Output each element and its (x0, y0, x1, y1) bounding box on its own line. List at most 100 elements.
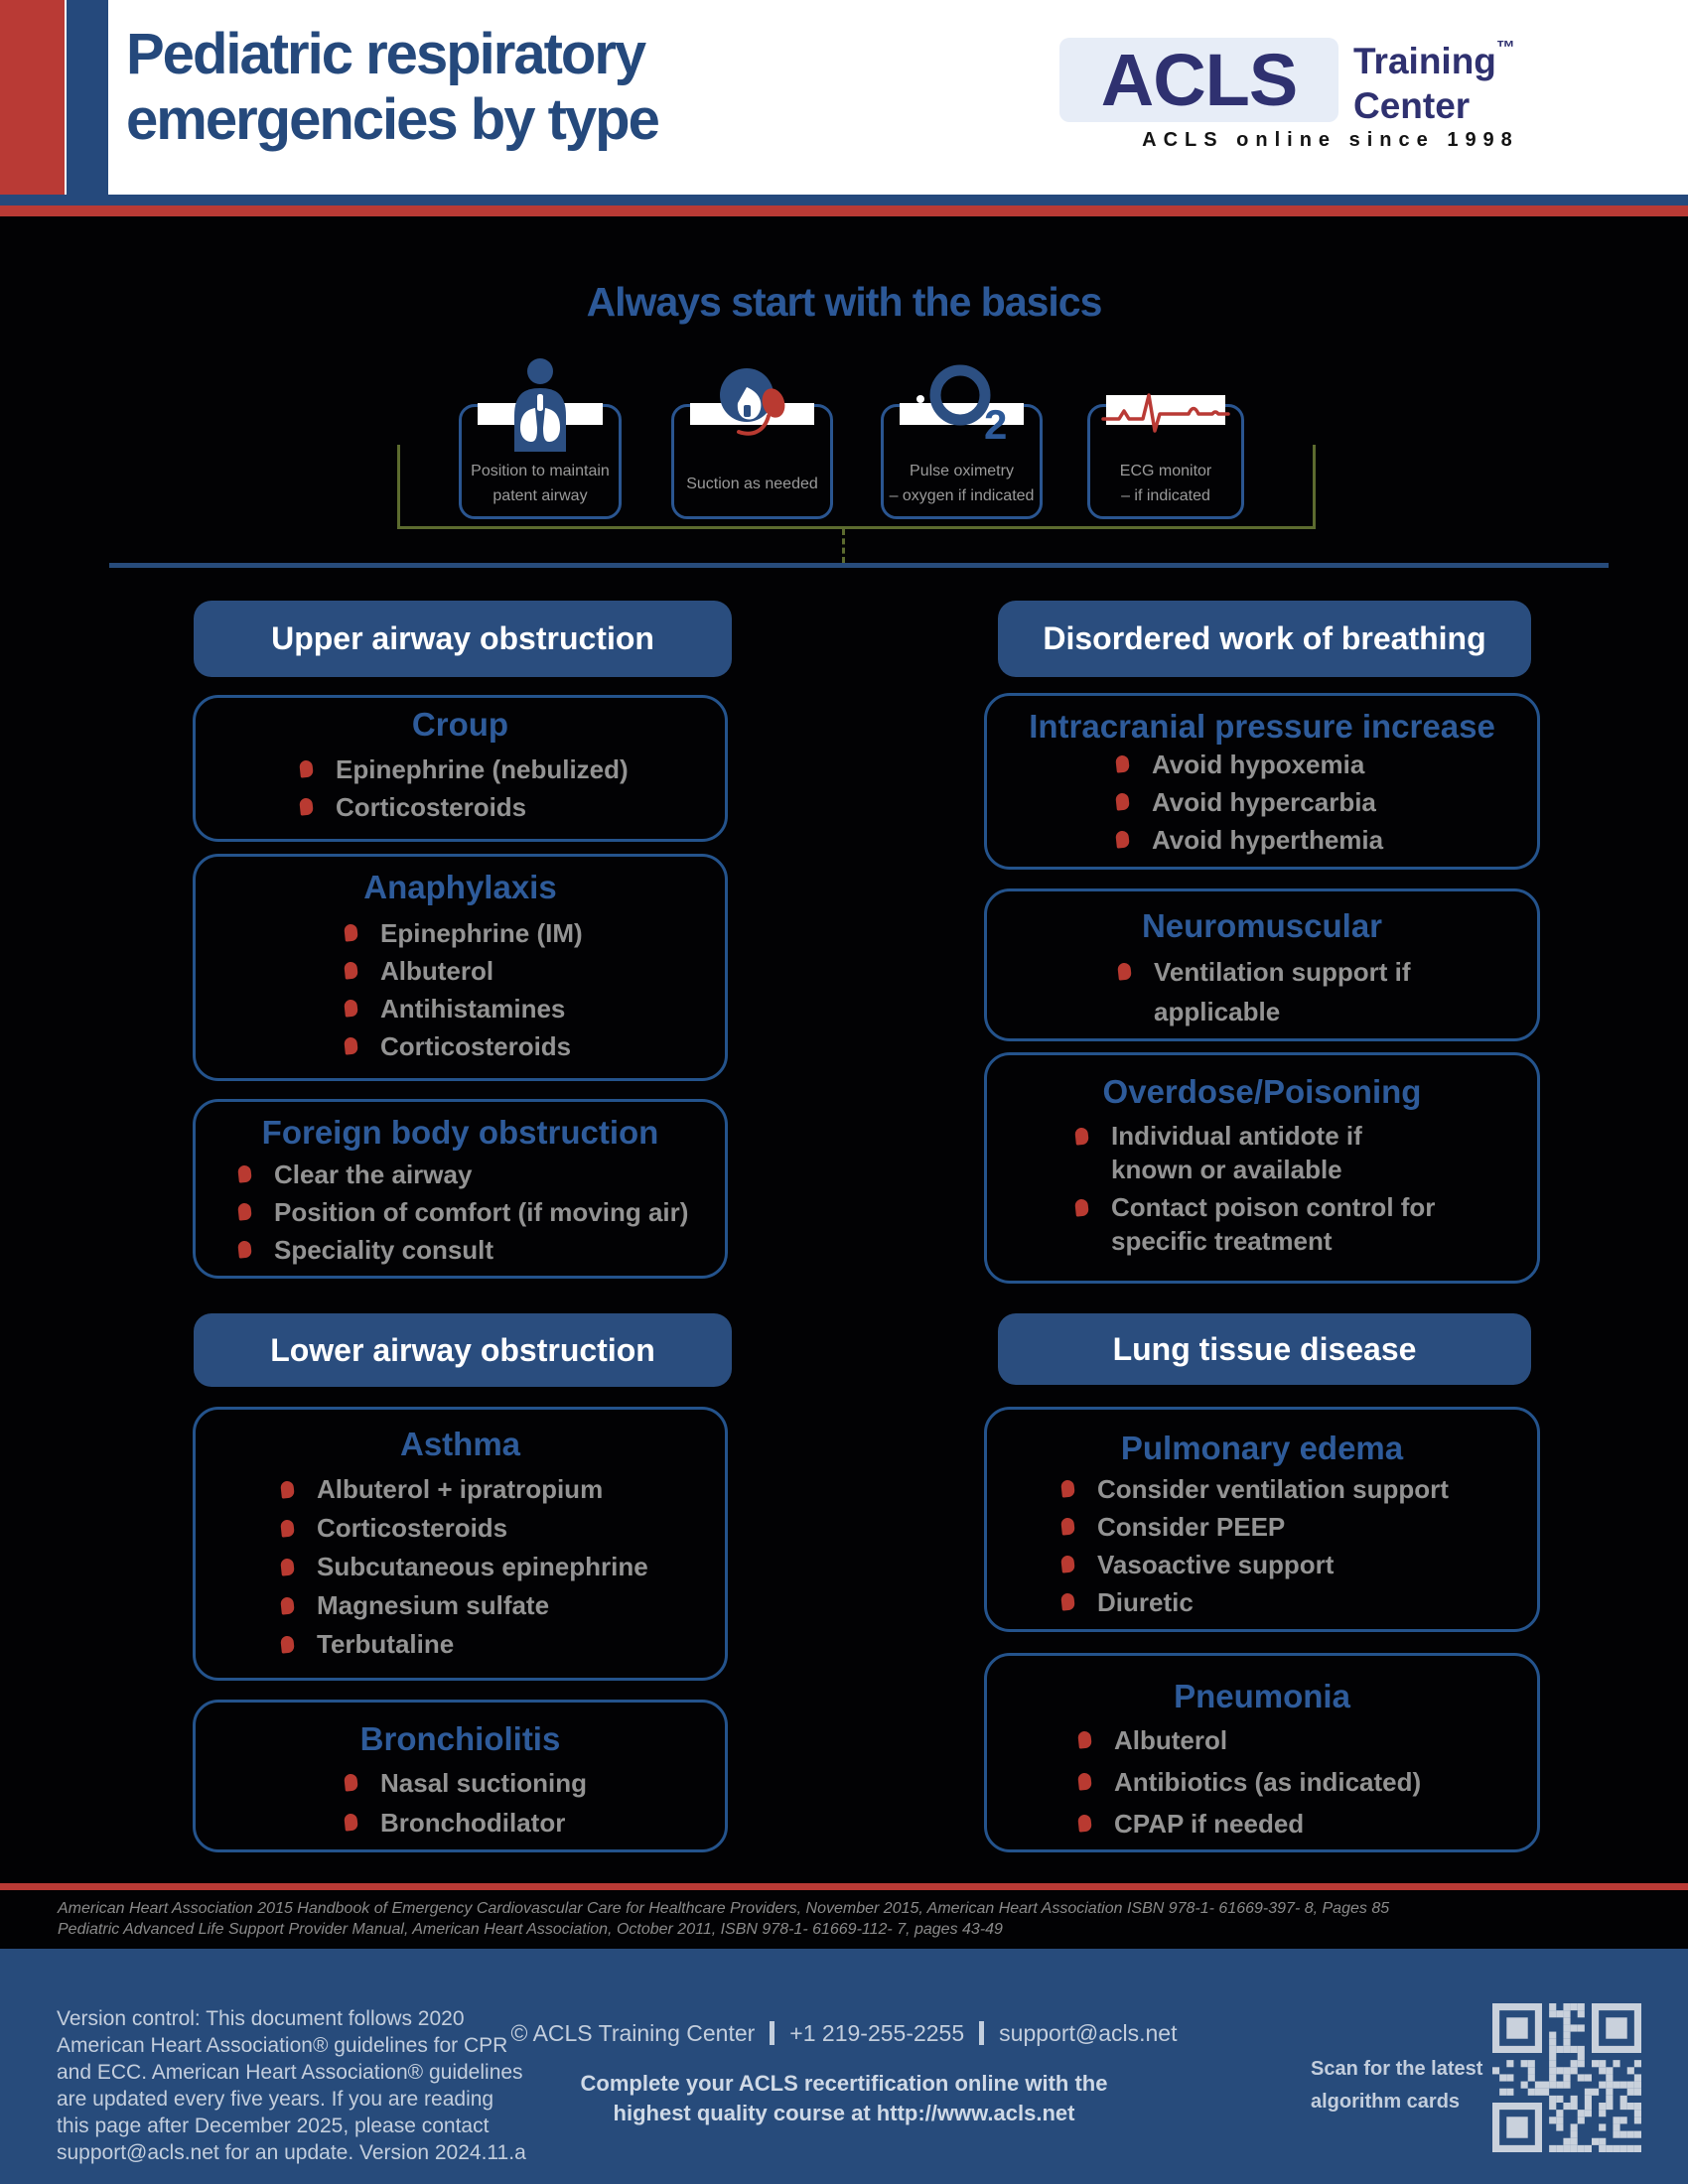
bullet-icon (237, 1202, 252, 1221)
acls-url-link[interactable]: highest quality course at http://www.acl… (613, 2101, 1075, 2125)
support-email-link[interactable]: support@acls.net (999, 2020, 1178, 2046)
label-line: Pulse oximetry (910, 463, 1014, 479)
list-item: Bronchodilator (344, 1803, 874, 1843)
bullet-icon (1115, 792, 1130, 811)
bullet-icon (344, 1813, 358, 1832)
separator (979, 2021, 985, 2045)
bullet-icon (280, 1558, 295, 1576)
list-item: Vasoactive support (1060, 1546, 1612, 1583)
label-line: – oxygen if indicated (889, 487, 1035, 504)
list-item: Nasal suctioning (344, 1763, 874, 1803)
list-item: Magnesium sulfate (280, 1586, 810, 1625)
bullet-icon (1115, 830, 1130, 849)
section-header-label: Upper airway obstruction (271, 620, 654, 656)
bullet-icon (344, 1036, 358, 1055)
bullet-icon (1117, 962, 1132, 981)
bullet-icon (1115, 754, 1130, 773)
footer-contact-line: © ACLS Training Center +1 219-255-2255 sup… (348, 2020, 1340, 2047)
acls-logo-text: ACLS (1100, 39, 1298, 121)
copyright-text: © ACLS Training Center (510, 2020, 756, 2046)
bullet-icon (1077, 1814, 1092, 1833)
trademark-symbol: ™ (1495, 38, 1515, 59)
box-title: Pneumonia (1174, 1678, 1350, 1714)
list-item: CPAP if needed (1077, 1803, 1628, 1844)
bullet-icon (280, 1596, 295, 1615)
list-item: Corticosteroids (299, 788, 829, 826)
bullet-icon (344, 923, 358, 942)
box-title: Asthma (399, 1426, 521, 1462)
suction-icon (719, 368, 784, 436)
acls-logo: ACLS (1059, 38, 1338, 122)
list-item: Individual antidote if known or availabl… (1074, 1119, 1625, 1186)
basics-card-label: Position to maintain patent airway (464, 457, 617, 510)
version-control-text: Version control: This document follows 2… (57, 2007, 526, 2164)
box-anaphylaxis: Anaphylaxis Epinephrine (IM) Albuterol A… (193, 854, 728, 1081)
label-line: – if indicated (1121, 487, 1210, 504)
list-item: Epinephrine (nebulized) (299, 751, 829, 788)
bracket-right-end (1313, 445, 1316, 526)
qr-code (1492, 2003, 1641, 2152)
list-item: Speciality consult (237, 1231, 768, 1269)
list-item: Epinephrine (IM) (344, 914, 874, 952)
header-red-bar (0, 0, 65, 195)
list-item: Avoid hypercarbia (1115, 783, 1666, 821)
bullet-icon (344, 1773, 358, 1792)
citation-line: American Heart Association 2015 Handbook… (58, 1900, 1390, 1917)
citation-text: American Heart Association 2015 Handbook… (58, 1898, 1389, 1940)
basics-card-pulse-oximetry: 2 Pulse oximetry – oxygen if indicated (881, 364, 1043, 519)
label-line: ECG monitor (1119, 463, 1212, 479)
list-item: Albuterol + ipratropium (280, 1470, 810, 1509)
list-item: Subcutaneous epinephrine (280, 1548, 810, 1586)
patient-airway-icon (514, 358, 566, 452)
page-title-line1: Pediatric respiratory (126, 22, 646, 86)
bullet-icon (1060, 1592, 1075, 1611)
citation-divider-red (0, 1883, 1688, 1890)
label-line: Suction as needed (686, 475, 818, 492)
list-item: Albuterol (344, 952, 874, 990)
bullet-icon (1074, 1127, 1089, 1146)
header-divider-red (0, 205, 1688, 216)
bracket-dashed-connector (842, 529, 845, 563)
basics-card-position: Position to maintain patent airway (459, 358, 622, 519)
list-item: Antibiotics (as indicated) (1077, 1761, 1628, 1803)
list-item: Terbutaline (280, 1625, 810, 1664)
basics-card-label: ECG monitor – if indicated (1092, 457, 1239, 510)
bullet-icon (344, 999, 358, 1018)
box-items: Individual antidote if known or availabl… (987, 1119, 1625, 1258)
bracket-left-end (397, 445, 400, 526)
box-pulmonary-edema: Pulmonary edema Consider ventilation sup… (984, 1407, 1540, 1632)
basics-card-suction: Suction as needed (671, 368, 833, 519)
section-header-lung-tissue: Lung tissue disease (998, 1313, 1531, 1385)
header-blue-bar (67, 0, 108, 195)
section-header-label: Lower airway obstruction (270, 1331, 655, 1368)
box-pneumonia: Pneumonia Albuterol Antibiotics (as indi… (984, 1653, 1540, 1852)
bullet-icon (1060, 1555, 1075, 1573)
box-title: Bronchiolitis (359, 1720, 561, 1757)
box-overdose-poisoning: Overdose/Poisoning Individual antidote i… (984, 1052, 1540, 1284)
box-items: Epinephrine (IM) Albuterol Antihistamine… (196, 914, 874, 1065)
bullet-icon (1077, 1730, 1092, 1749)
basics-heading: Always start with the basics (586, 279, 1103, 325)
box-title: Neuromuscular (1141, 907, 1383, 944)
bullet-icon (280, 1519, 295, 1538)
logo-training-text: Training (1353, 41, 1496, 81)
box-items: Albuterol Antibiotics (as indicated) CPA… (987, 1719, 1628, 1844)
section-header-lower-airway: Lower airway obstruction (194, 1313, 732, 1387)
bullet-icon (299, 759, 314, 778)
bullet-icon (1074, 1198, 1089, 1217)
bullet-icon (237, 1164, 252, 1183)
box-title: Overdose/Poisoning (1102, 1073, 1422, 1110)
svg-text:2: 2 (984, 401, 1007, 447)
list-item: Corticosteroids (280, 1509, 810, 1548)
icon-band (900, 403, 1024, 425)
section-header-upper-airway: Upper airway obstruction (194, 601, 732, 677)
list-item: Contact poison control for specific trea… (1074, 1190, 1625, 1258)
logo-tagline: ACLS online since 1998 (1142, 129, 1519, 151)
box-asthma: Asthma Albuterol + ipratropium Corticost… (193, 1407, 728, 1681)
icon-band (1106, 395, 1225, 425)
phone-number[interactable]: +1 219-255-2255 (789, 2020, 965, 2046)
box-title: Anaphylaxis (363, 869, 557, 905)
list-item: Avoid hyperthemia (1115, 821, 1666, 859)
pulse-oximetry-icon: 2 (915, 364, 1007, 447)
basics-card-ecg: ECG monitor – if indicated (1087, 393, 1244, 519)
